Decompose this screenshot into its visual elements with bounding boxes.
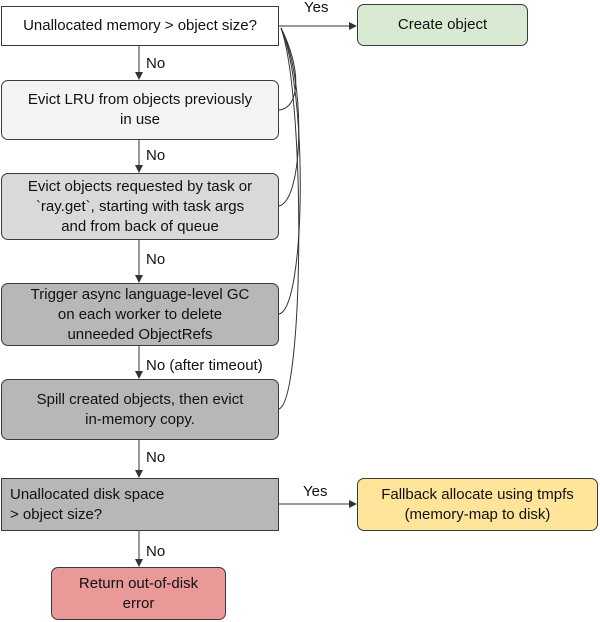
node-fallback-tmpfs: Fallback allocate using tmpfs (memory-ma… bbox=[357, 478, 598, 531]
node-evict-requested: Evict objects requested by task or `ray.… bbox=[1, 173, 279, 240]
node-unallocated-memory-question: Unallocated memory > object size? bbox=[1, 6, 279, 46]
edge-label-yes-memory: Yes bbox=[304, 0, 329, 16]
edge-label-yes-disk: Yes bbox=[303, 483, 328, 500]
node-spill-objects: Spill created objects, then evict in-mem… bbox=[1, 379, 279, 440]
node-create-object: Create object bbox=[357, 4, 528, 46]
curve-gc-return bbox=[278, 27, 301, 315]
node-unallocated-disk-question: Unallocated disk space > object size? bbox=[1, 478, 279, 531]
edge-label-no-3: No bbox=[146, 251, 166, 268]
edge-label-no-4: No bbox=[146, 449, 166, 466]
node-evict-lru: Evict LRU from objects previously in use bbox=[1, 80, 279, 140]
edge-label-no-2: No bbox=[146, 147, 166, 164]
node-out-of-disk-error: Return out-of-disk error bbox=[51, 567, 226, 620]
edge-label-no-5: No bbox=[146, 543, 166, 560]
edge-label-no-1: No bbox=[146, 55, 166, 72]
curve-spill-return bbox=[278, 27, 300, 410]
edge-label-no-after-timeout: No (after timeout) bbox=[146, 357, 263, 374]
node-trigger-gc: Trigger async language-level GC on each … bbox=[1, 283, 279, 346]
